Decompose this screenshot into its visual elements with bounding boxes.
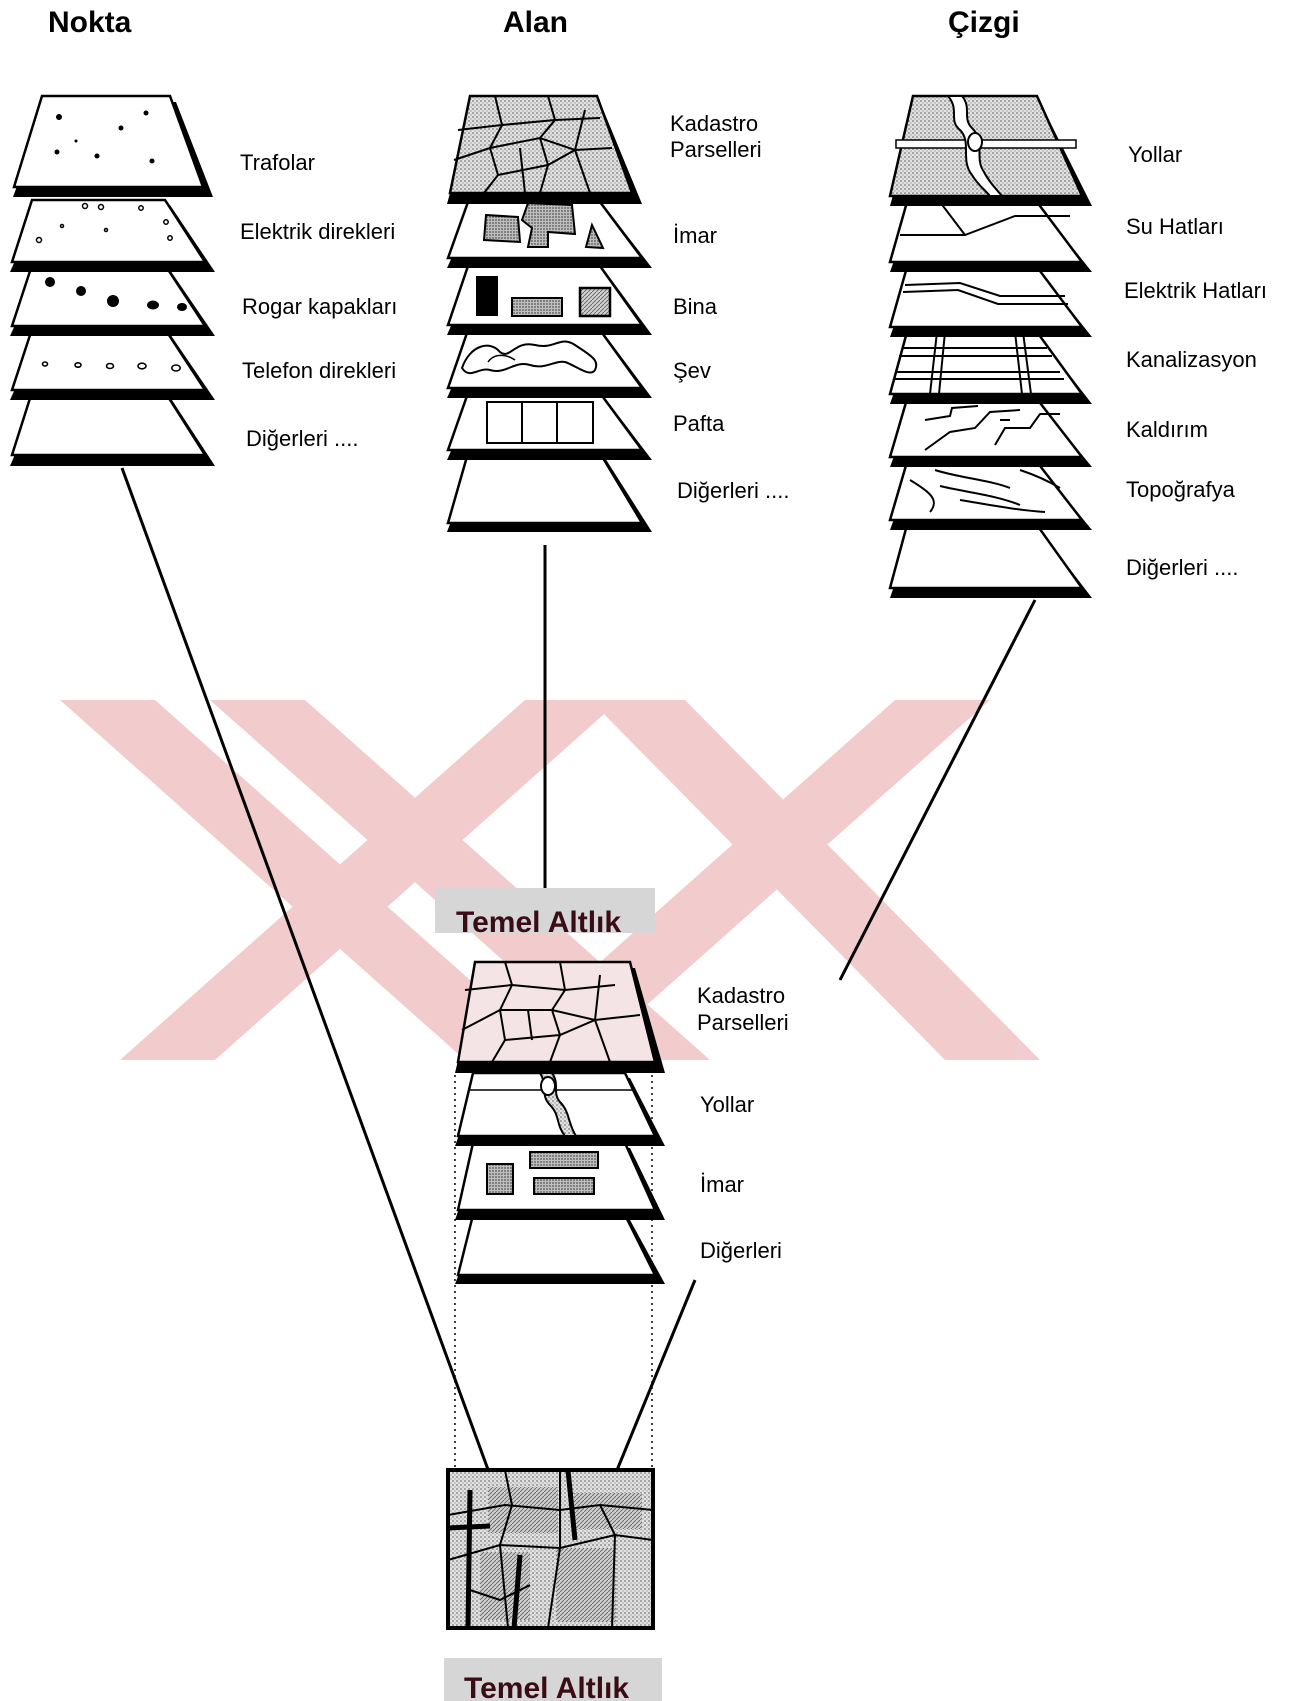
area-label-others: Diğerleri .... xyxy=(677,478,789,503)
base-map-caption-bottom: Temel Altlık xyxy=(444,1658,662,1701)
line-label-sidewalk: Kaldırım xyxy=(1126,417,1208,442)
base-map-caption-top: Temel Altlık xyxy=(435,888,655,939)
point-label-2: Elektrik direkleri xyxy=(240,219,395,244)
area-layer-others xyxy=(446,451,652,532)
area-label-zoning: İmar xyxy=(673,223,717,248)
base-layer-others xyxy=(455,1213,665,1284)
line-label-topography: Topoğrafya xyxy=(1126,477,1236,502)
point-layer-others xyxy=(10,390,215,466)
line-label-power: Elektrik Hatları xyxy=(1124,278,1267,303)
line-layer-stack xyxy=(888,94,1092,598)
base-layer-roads xyxy=(455,1071,665,1146)
area-label-sheet: Pafta xyxy=(673,411,725,436)
base-caption-top-text: Temel Altlık xyxy=(456,906,621,939)
line-layer-power-lines xyxy=(888,265,1092,337)
point-layer-stack xyxy=(10,94,215,466)
area-layer-building xyxy=(446,264,652,335)
line-label-others: Diğerleri .... xyxy=(1126,555,1238,580)
point-layer-transformers xyxy=(12,94,213,197)
area-layer-sheet xyxy=(446,391,652,460)
base-label-others: Diğerleri xyxy=(700,1238,782,1263)
base-label-roads: Yollar xyxy=(700,1092,754,1117)
base-layer-zoning xyxy=(455,1141,665,1220)
line-layer-sidewalk xyxy=(888,397,1092,467)
line-label-roads: Yollar xyxy=(1128,142,1182,167)
area-layer-cadastre xyxy=(447,94,642,204)
base-label-cadastre-2: Parselleri xyxy=(697,1010,789,1035)
area-label-cadastre-2: Parselleri xyxy=(670,137,762,162)
line-layer-roads xyxy=(888,94,1092,206)
area-layer-slope xyxy=(446,328,652,398)
point-layer-telephone-poles xyxy=(10,327,215,400)
connector-lines xyxy=(120,467,1037,1476)
point-label-3: Rogar kapakları xyxy=(242,294,397,319)
point-layer-manhole-covers xyxy=(10,263,215,336)
line-label-sewer: Kanalizasyon xyxy=(1126,347,1257,372)
base-label-cadastre-1: Kadastro xyxy=(697,983,785,1008)
line-label-water: Su Hatları xyxy=(1126,214,1224,239)
line-layer-others xyxy=(888,523,1092,598)
base-layer-cadastre xyxy=(455,960,665,1073)
area-label-building: Bina xyxy=(673,294,718,319)
column-title-line: Çizgi xyxy=(948,6,1020,39)
area-layer-stack xyxy=(446,94,652,532)
point-label-1: Trafolar xyxy=(240,150,315,175)
line-layer-topography xyxy=(888,460,1092,530)
column-title-point: Nokta xyxy=(48,6,132,39)
area-layer-zoning xyxy=(446,200,652,268)
column-title-area: Alan xyxy=(503,6,568,39)
composite-base-map xyxy=(446,1468,655,1630)
base-caption-bottom-text: Temel Altlık xyxy=(464,1672,629,1701)
base-label-zoning: İmar xyxy=(700,1172,744,1197)
point-label-5: Diğerleri .... xyxy=(246,426,358,451)
area-label-cadastre-1: Kadastro xyxy=(670,111,758,136)
point-layer-electric-poles xyxy=(10,198,215,272)
base-layer-stack xyxy=(455,960,665,1284)
line-layer-water-lines xyxy=(888,200,1092,272)
line-layer-sewer xyxy=(888,330,1092,404)
point-label-4: Telefon direkleri xyxy=(242,358,396,383)
area-label-slope: Şev xyxy=(673,358,711,383)
